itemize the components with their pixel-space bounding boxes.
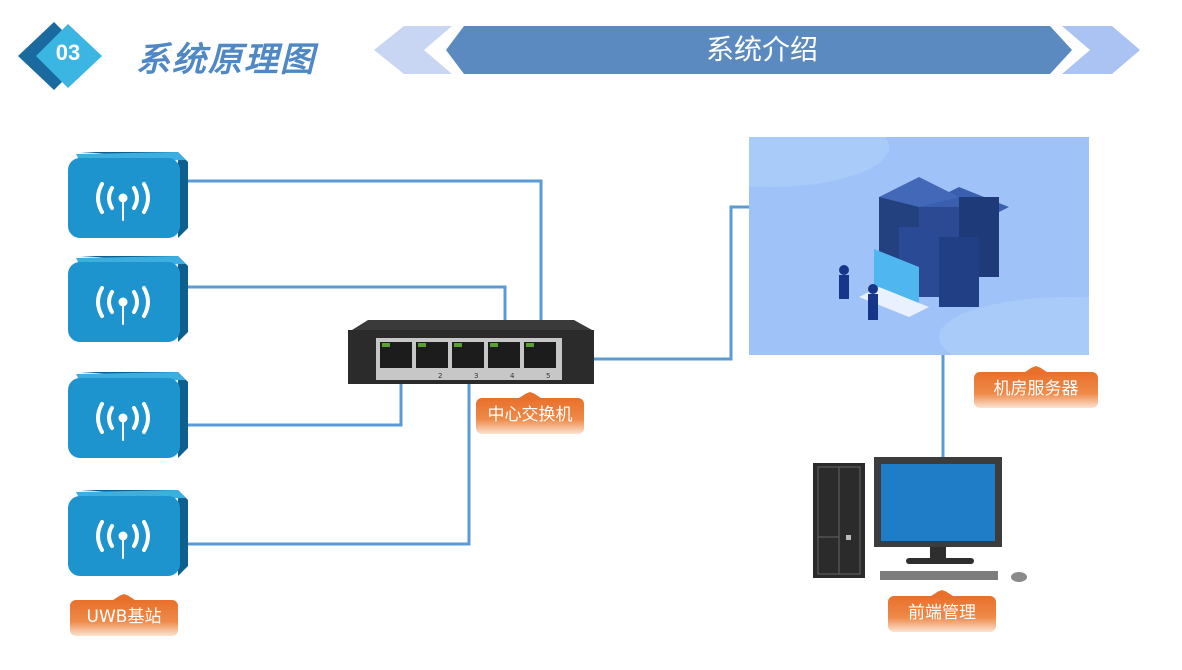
port-led-icon (418, 343, 426, 347)
uwb-station-1 (66, 148, 190, 242)
uwb-station-2 (66, 252, 190, 346)
port-number: 2 (438, 372, 442, 380)
port-led-icon (490, 343, 498, 347)
label-frontend-management: 前端管理 (888, 596, 996, 632)
port-led-icon (526, 343, 534, 347)
switch-port-5: 5 (524, 342, 556, 380)
wireless-antenna-icon (96, 182, 150, 221)
wire-station3-port1 (186, 378, 403, 427)
port-led-icon (454, 343, 462, 347)
mouse-icon (1011, 572, 1027, 582)
label-central-switch: 中心交换机 (476, 398, 584, 434)
right-chevron-icon (1062, 26, 1140, 74)
pc-tower-icon (813, 463, 865, 578)
wireless-antenna-icon (96, 520, 150, 559)
server-room-illustration (749, 137, 1089, 355)
network-switch: 2 3 4 5 (348, 318, 594, 384)
server-racks-icon (879, 177, 1009, 307)
port-led-icon (382, 343, 390, 347)
section-number: 03 (55, 40, 81, 65)
switch-port-2: 2 (416, 342, 448, 380)
monitor-icon (874, 457, 1002, 564)
desktop-computer (810, 455, 1030, 585)
switch-port-4: 4 (488, 342, 520, 380)
uwb-station-3 (66, 368, 190, 462)
keyboard-icon (880, 571, 998, 580)
wire-station1-port5 (186, 179, 543, 342)
label-uwb-station: UWB基站 (70, 600, 178, 636)
port-number: 3 (474, 372, 478, 380)
switch-port-1 (380, 342, 412, 368)
section-number-badge (18, 20, 104, 92)
label-server-room: 机房服务器 (974, 372, 1098, 408)
wire-station4-port3 (186, 378, 471, 546)
banner-title: 系统介绍 (705, 33, 818, 66)
section-title: 系统原理图 (136, 40, 316, 80)
switch-port-3: 3 (452, 342, 484, 380)
title-banner: 系统介绍 (374, 26, 1140, 74)
port-number: 4 (510, 372, 515, 380)
wireless-antenna-icon (96, 286, 150, 325)
wireless-antenna-icon (96, 402, 150, 441)
person-icon (839, 265, 878, 320)
uwb-station-4 (66, 486, 190, 580)
port-number: 5 (546, 372, 550, 380)
left-chevron-icon (374, 26, 452, 74)
